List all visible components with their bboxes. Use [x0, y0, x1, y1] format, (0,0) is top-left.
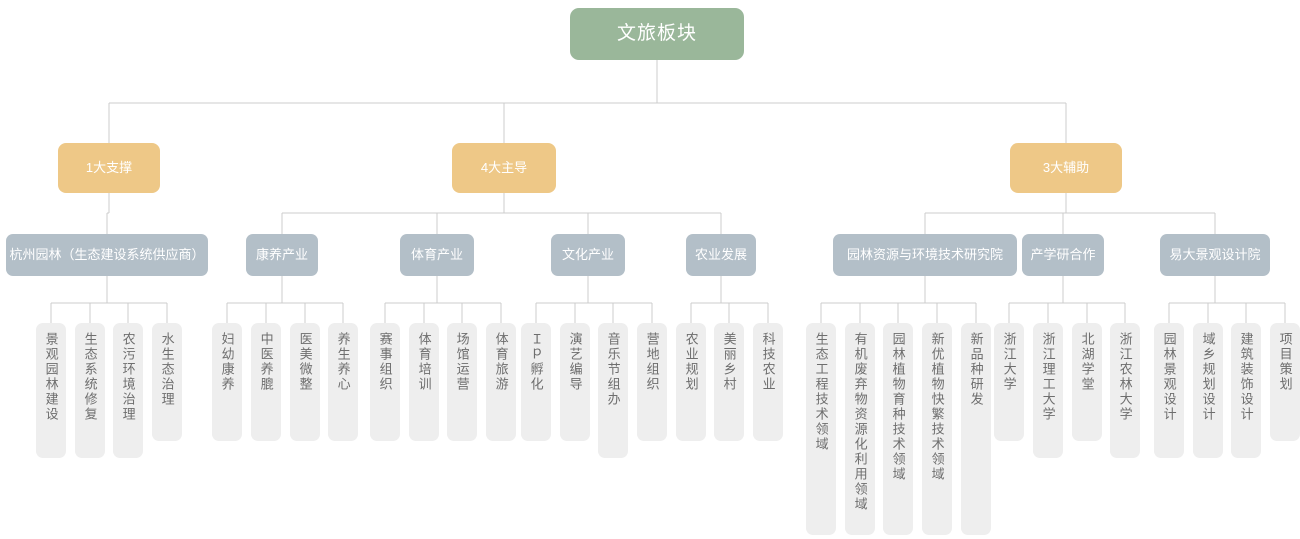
level3-node-6[interactable]: 园林资源与环境技术研究院 — [833, 234, 1017, 276]
leaf-node-1[interactable]: 景观园林建设 — [36, 323, 66, 458]
leaf-node-11[interactable]: 场馆运营 — [447, 323, 477, 441]
leaf-node-5[interactable]: 妇幼康养 — [212, 323, 242, 441]
level3-node-2[interactable]: 康养产业 — [246, 234, 318, 276]
leaf-node-19[interactable]: 科技农业 — [753, 323, 783, 441]
leaf-node-13[interactable]: Ｉｐ孵化 — [521, 323, 551, 441]
leaf-node-8[interactable]: 养生养心 — [328, 323, 358, 441]
leaf-node-31[interactable]: 建筑装饰设计 — [1231, 323, 1261, 458]
leaf-node-27[interactable]: 北湖学堂 — [1072, 323, 1102, 441]
leaf-node-7[interactable]: 医美微整 — [290, 323, 320, 441]
leaf-node-20[interactable]: 生态工程技术领域 — [806, 323, 836, 535]
leaf-node-21[interactable]: 有机废弃物资源化利用领域 — [845, 323, 875, 535]
leaf-node-26[interactable]: 浙江理工大学 — [1033, 323, 1063, 458]
level2-node-1[interactable]: 1大支撑 — [58, 143, 160, 193]
level3-node-5[interactable]: 农业发展 — [686, 234, 756, 276]
leaf-node-25[interactable]: 浙江大学 — [994, 323, 1024, 441]
leaf-node-3[interactable]: 农污环境治理 — [113, 323, 143, 458]
level2-node-2[interactable]: 4大主导 — [452, 143, 556, 193]
leaf-node-22[interactable]: 园林植物育种技术领域 — [883, 323, 913, 535]
leaf-node-32[interactable]: 项目策划 — [1270, 323, 1300, 441]
leaf-node-4[interactable]: 水生态治理 — [152, 323, 182, 441]
level3-node-1[interactable]: 杭州园林（生态建设系统供应商） — [6, 234, 208, 276]
leaf-node-9[interactable]: 赛事组织 — [370, 323, 400, 441]
leaf-node-24[interactable]: 新品种研发 — [961, 323, 991, 535]
root-node-wenlv-sector[interactable]: 文旅板块 — [570, 8, 744, 60]
leaf-node-16[interactable]: 营地组织 — [637, 323, 667, 441]
leaf-node-18[interactable]: 美丽乡村 — [714, 323, 744, 441]
leaf-node-2[interactable]: 生态系统修复 — [75, 323, 105, 458]
level2-node-3[interactable]: 3大辅助 — [1010, 143, 1122, 193]
level3-node-4[interactable]: 文化产业 — [551, 234, 625, 276]
leaf-node-10[interactable]: 体育培训 — [409, 323, 439, 441]
leaf-node-17[interactable]: 农业规划 — [676, 323, 706, 441]
level3-node-3[interactable]: 体育产业 — [400, 234, 474, 276]
leaf-node-14[interactable]: 演艺编导 — [560, 323, 590, 441]
level3-node-8[interactable]: 易大景观设计院 — [1160, 234, 1270, 276]
leaf-node-15[interactable]: 音乐节组办 — [598, 323, 628, 458]
leaf-node-12[interactable]: 体育旅游 — [486, 323, 516, 441]
leaf-node-23[interactable]: 新优植物快繁技术领域 — [922, 323, 952, 535]
level3-node-7[interactable]: 产学研合作 — [1022, 234, 1104, 276]
leaf-node-29[interactable]: 园林景观设计 — [1154, 323, 1184, 458]
leaf-node-28[interactable]: 浙江农林大学 — [1110, 323, 1140, 458]
leaf-node-6[interactable]: 中医养膍 — [251, 323, 281, 441]
leaf-node-30[interactable]: 域乡规划设计 — [1193, 323, 1223, 458]
